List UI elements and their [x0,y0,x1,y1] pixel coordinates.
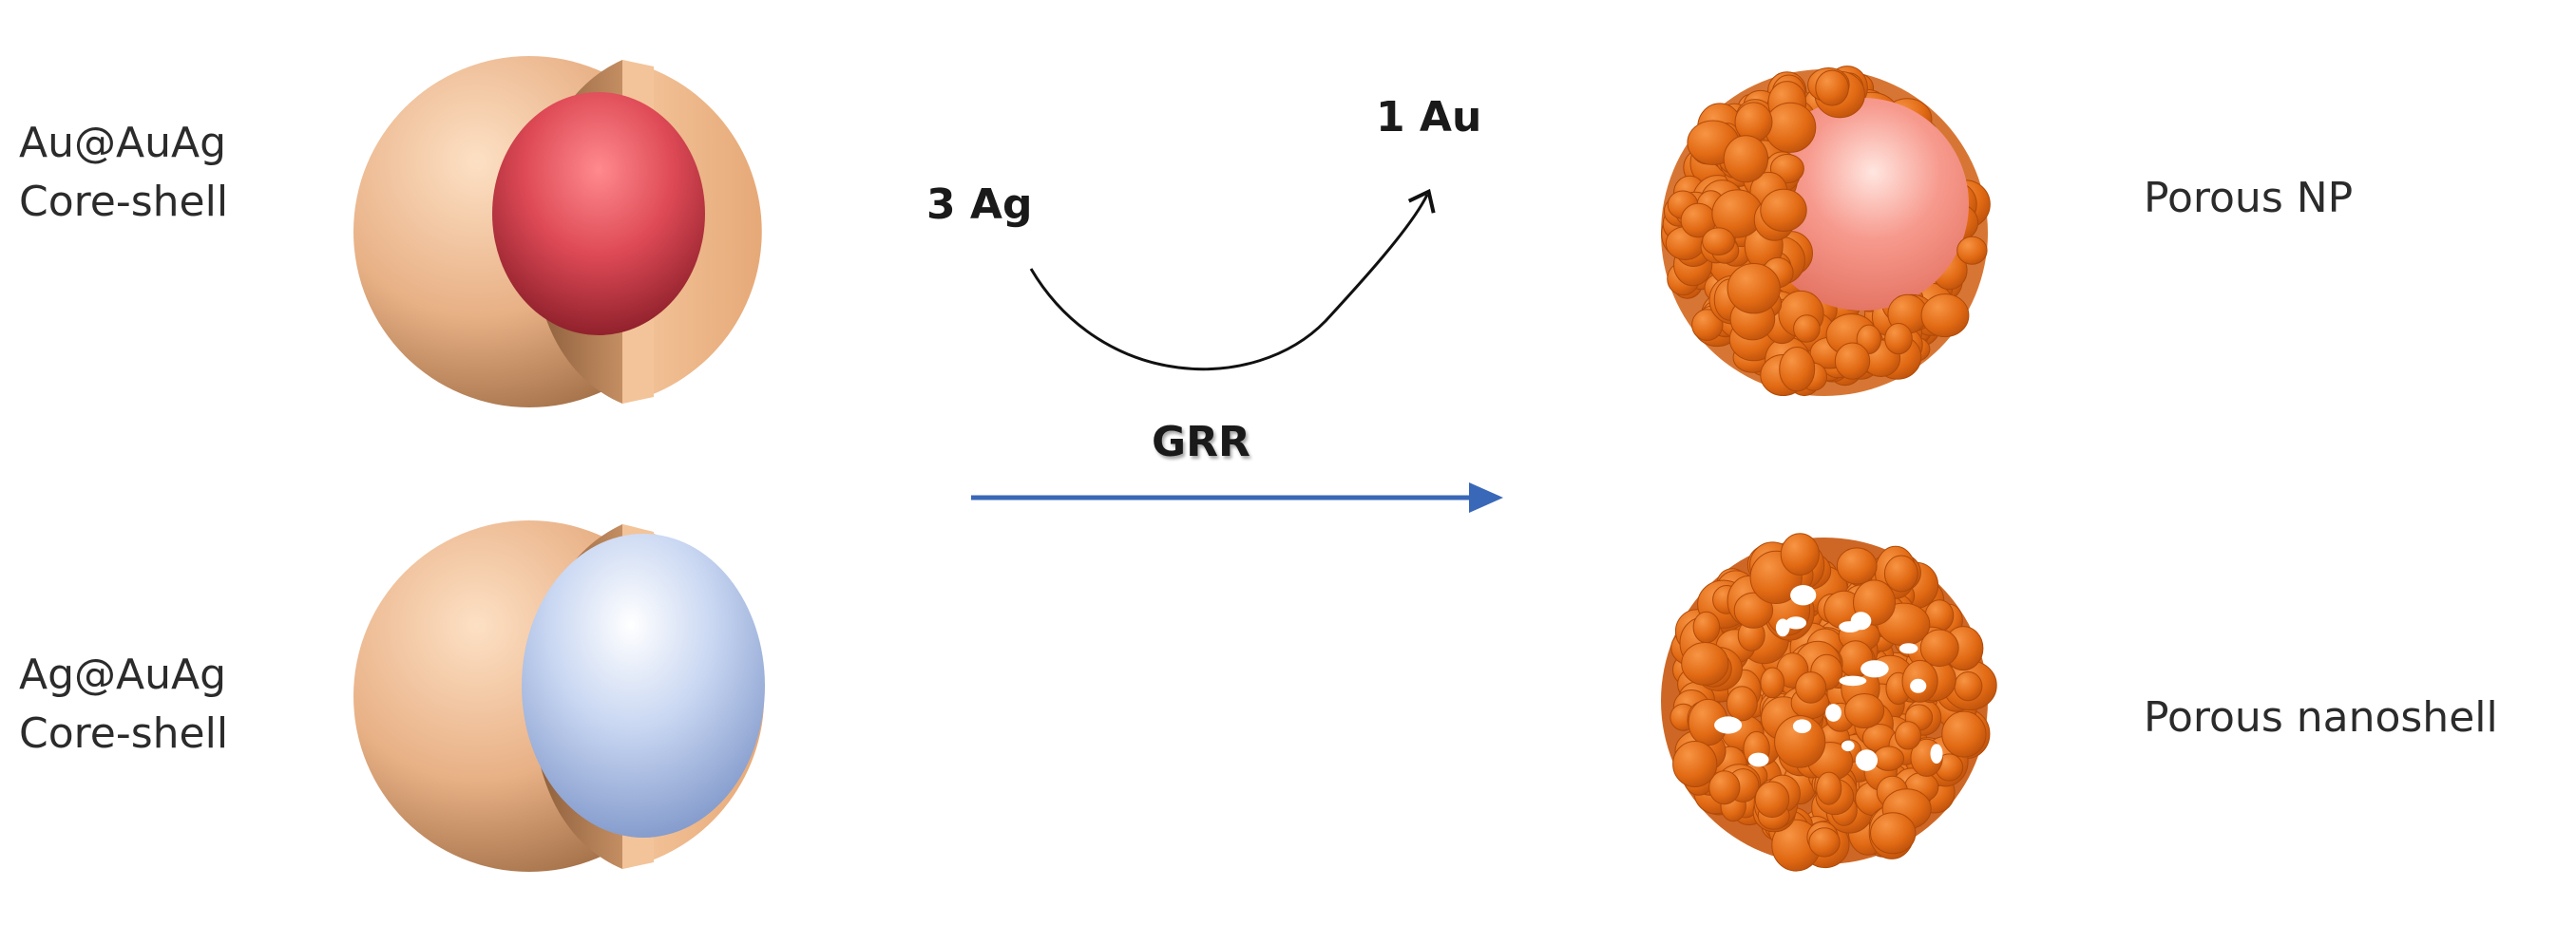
porous-grain [1779,347,1816,392]
porous-grain [1672,741,1718,787]
reactant-label: 3 Ag [926,180,1033,229]
porous-np-label: Porous NP [2144,174,2354,222]
porous-grain [1723,135,1769,183]
ag-core-shell-label-line1: Ag@AuAg [19,651,227,699]
porous-grain [1793,314,1821,343]
porous-grain [1919,629,1959,668]
porous-np-front-blobs [1665,67,1988,396]
porous-grain [1733,592,1774,629]
porous-grain [1920,293,1970,338]
porous-np-particle [1661,66,1991,397]
grr-label: GRR [1152,418,1250,466]
porous-grain [1726,686,1758,722]
porous-grain [1754,781,1790,819]
pore [1785,616,1807,630]
porous-grain [1884,323,1913,355]
porous-grain [1870,812,1917,855]
porous-grain [1883,555,1918,593]
pore [1855,749,1878,771]
porous-grain [1834,342,1871,380]
porous-grain [1941,710,1987,758]
pore [1899,643,1918,654]
ag-core-sphere [522,534,765,838]
pore [1790,585,1817,606]
pore [1747,752,1769,767]
pore [1910,678,1927,693]
porous-grain [1954,671,1983,702]
porous-grain [1956,236,1988,265]
porous-nanoshell-label: Porous nanoshell [2144,693,2498,742]
au-core-shell-particle [353,56,762,407]
ag-core-shell-label-line2: Core-shell [19,709,229,758]
au-core-sphere [492,92,705,335]
pore [1860,660,1889,678]
porous-grain [1816,771,1842,805]
porous-grain [1681,642,1729,686]
porous-nanoshell-blobs [1670,533,1997,872]
porous-grain [1795,671,1827,704]
porous-grain [1764,102,1817,153]
porous-grain [1708,770,1741,805]
porous-grain [1836,547,1878,585]
porous-grain [1760,667,1785,699]
ag-core-shell-label: Ag@AuAg Core-shell [19,646,228,764]
porous-nanoshell-particle [1661,533,1997,872]
product-label: 1 Au [1376,93,1482,142]
pore [1825,704,1841,722]
porous-grain [1895,721,1921,750]
porous-grain [1780,533,1820,576]
pore [1792,719,1812,733]
porous-grain [1873,746,1905,771]
pore [1775,618,1790,637]
porous-grain [1692,611,1721,644]
pore [1839,621,1861,632]
porous-grain [1808,827,1841,858]
pore [1714,716,1743,734]
pore [1930,744,1943,764]
porous-grain [1727,263,1781,314]
porous-grain [1691,309,1724,341]
porous-grain [1760,188,1807,232]
porous-grain [1734,102,1773,142]
au-core-shell-label-line2: Core-shell [19,178,229,226]
porous-grain [1815,69,1849,106]
porous-grain [1844,693,1885,728]
au-core-shell-label: Au@AuAg Core-shell [19,114,228,232]
ag-to-au-curved-arrow [1029,188,1436,371]
porous-grain [1774,715,1826,768]
au-core-shell-label-line1: Au@AuAg [19,119,227,167]
pore [1839,675,1867,687]
porous-grain [1702,227,1735,255]
ag-core-shell-particle [353,520,765,872]
pore [1841,740,1855,752]
porous-nanoshell-holes [1714,585,1943,771]
